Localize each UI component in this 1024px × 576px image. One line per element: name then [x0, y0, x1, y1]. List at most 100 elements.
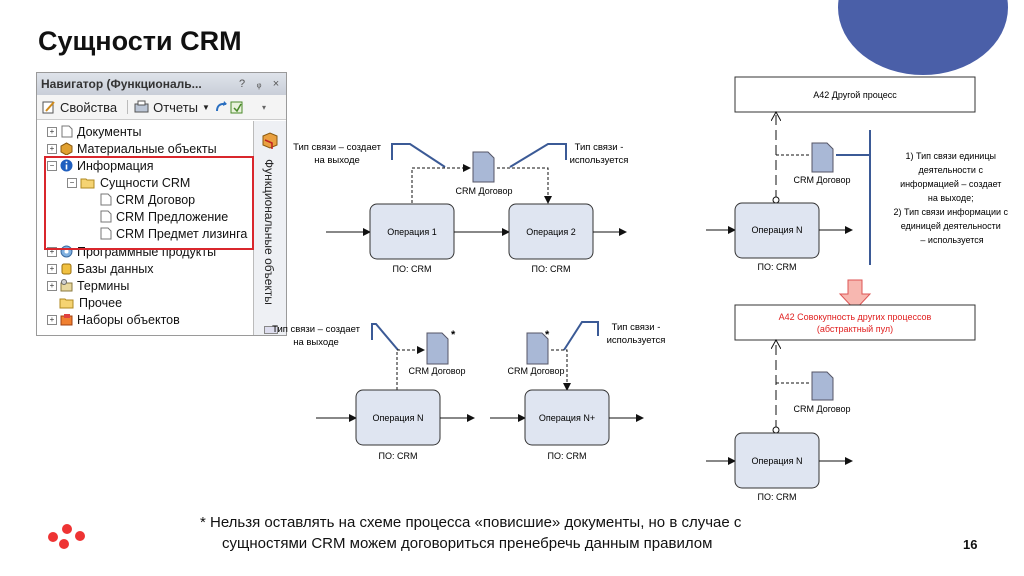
down-arrow-icon [838, 279, 872, 311]
tree-item-material[interactable]: + Материальные объекты [47, 140, 217, 157]
operation-label: Операция 1 [387, 227, 436, 237]
software-label: ПО: CRM [393, 264, 432, 274]
document-icon [811, 371, 834, 401]
asterisk: * [545, 329, 550, 341]
terms-icon [60, 279, 73, 292]
document-icon [100, 210, 112, 223]
export-icon[interactable] [230, 100, 244, 114]
properties-icon [42, 101, 55, 114]
pool-label: А42 Совокупность других процессов [779, 312, 932, 322]
doc-label: CRM Договор [794, 175, 851, 185]
software-label: ПО: CRM [758, 262, 797, 272]
reports-button[interactable]: Отчеты [153, 99, 199, 115]
footnote-line: * Нельзя оставлять на схеме процесса «по… [200, 514, 742, 531]
toolbar-overflow-icon[interactable]: ▾ [261, 102, 266, 112]
collapse-icon[interactable]: − [47, 160, 57, 171]
link-label-creates: Тип связи – создает [293, 142, 382, 153]
asterisk: * [451, 329, 456, 341]
software-label: ПО: CRM [758, 492, 797, 502]
process-box-pool[interactable] [734, 304, 976, 341]
software-label: ПО: CRM [548, 451, 587, 461]
tree-item-crm-contract[interactable]: CRM Договор [99, 191, 195, 208]
document-icon [100, 193, 112, 206]
page-number: 16 [963, 537, 978, 552]
expand-icon[interactable]: + [47, 263, 57, 274]
operation-label: Операция N [752, 225, 803, 235]
expand-icon[interactable]: + [47, 280, 57, 291]
software-label: ПО: CRM [379, 451, 418, 461]
tree-item-other[interactable]: Прочее [59, 294, 122, 311]
link-label-creates-2: на выходе [314, 155, 360, 166]
tree-item-object-sets[interactable]: + Наборы объектов [47, 311, 180, 328]
navigator-header: Навигатор (Функциональ... ? ᵩ × [37, 73, 286, 95]
doc-label: CRM Договор [794, 404, 851, 414]
doc-label: CRM Договор [409, 366, 466, 376]
dashed-link [551, 349, 571, 391]
link-bracket [371, 323, 399, 351]
navigator-title: Навигатор (Функциональ... [41, 77, 202, 91]
tree-item-databases[interactable]: + Базы данных [47, 260, 154, 277]
link-label-used-2: используется [607, 335, 666, 346]
expand-icon[interactable]: + [47, 126, 57, 137]
dashed-link [396, 346, 425, 390]
refresh-icon[interactable] [214, 100, 230, 114]
link-bracket [509, 143, 567, 168]
pool-label-2: (абстрактный пул) [817, 324, 893, 334]
side-tab-functional-objects[interactable]: Функциональные объекты [253, 121, 286, 335]
help-icon[interactable]: ? [238, 78, 246, 90]
tree-item-information[interactable]: − Информация [47, 157, 154, 174]
folder-icon [59, 298, 74, 309]
properties-button[interactable]: Свойства [60, 99, 118, 115]
tree-item-crm-leasing[interactable]: CRM Предмет лизинга [99, 225, 247, 242]
tree-item-crm-offer[interactable]: CRM Предложение [99, 208, 228, 225]
dashed-link [497, 167, 552, 204]
operation-label: Операция N [373, 413, 424, 423]
document-icon [426, 332, 449, 365]
expand-icon[interactable]: + [47, 143, 57, 154]
database-icon [61, 263, 72, 275]
slide-title: Сущности CRM [38, 26, 242, 56]
objects-icon [262, 132, 278, 149]
note-text: 1) Тип связи единицы деятельности с инфо… [893, 151, 1010, 245]
process-label: А42 Другой процесс [813, 90, 897, 100]
tree-item-documents[interactable]: + Документы [47, 123, 141, 140]
close-icon[interactable]: × [272, 78, 280, 90]
side-tab-label: Функциональные объекты [262, 159, 276, 305]
process-box-other[interactable] [734, 76, 976, 113]
tree-item-crm-entities[interactable]: − Сущности CRM [67, 174, 190, 191]
footnote: * Нельзя оставлять на схеме процесса «по… [200, 512, 741, 554]
document-icon [811, 142, 834, 173]
doc-label: CRM Договор [456, 186, 513, 196]
navigator-toolbar: Свойства Отчеты ▼ ▾ [37, 95, 286, 120]
link-bracket [391, 143, 446, 168]
folder-icon [80, 178, 95, 189]
navigator-panel: Навигатор (Функциональ... ? ᵩ × Свойства… [36, 72, 287, 336]
link-label-creates-2: на выходе [293, 337, 339, 348]
expand-icon[interactable]: + [47, 314, 57, 325]
operation-label: Операция N [752, 456, 803, 466]
operation-label: Операция 2 [526, 227, 575, 237]
link-bracket [563, 321, 599, 351]
collapse-icon[interactable]: − [67, 177, 77, 188]
pin-icon[interactable]: ᵩ [256, 78, 262, 90]
operation-label: Операция N+ [539, 413, 595, 423]
doc-label: CRM Договор [508, 366, 565, 376]
expand-icon[interactable]: + [47, 246, 57, 257]
link-label-creates: Тип связи – создает [272, 324, 361, 335]
dashed-link [411, 164, 471, 203]
logo-icon [48, 524, 85, 549]
document-icon [526, 332, 549, 365]
reports-icon [134, 100, 149, 113]
footnote-line: сущностями CRM можем договориться пренеб… [222, 535, 713, 552]
link-label-used: Тип связи - [575, 142, 624, 153]
tree-item-terms[interactable]: + Термины [47, 277, 129, 294]
box-icon [60, 142, 73, 155]
link-label-used: Тип связи - [612, 322, 661, 333]
chevron-down-icon[interactable]: ▼ [202, 102, 210, 112]
document-icon [61, 125, 73, 138]
side-tab-handle[interactable] [264, 326, 278, 334]
software-label: ПО: CRM [532, 264, 571, 274]
highlight-frame [44, 156, 254, 250]
object-set-icon [60, 314, 73, 326]
